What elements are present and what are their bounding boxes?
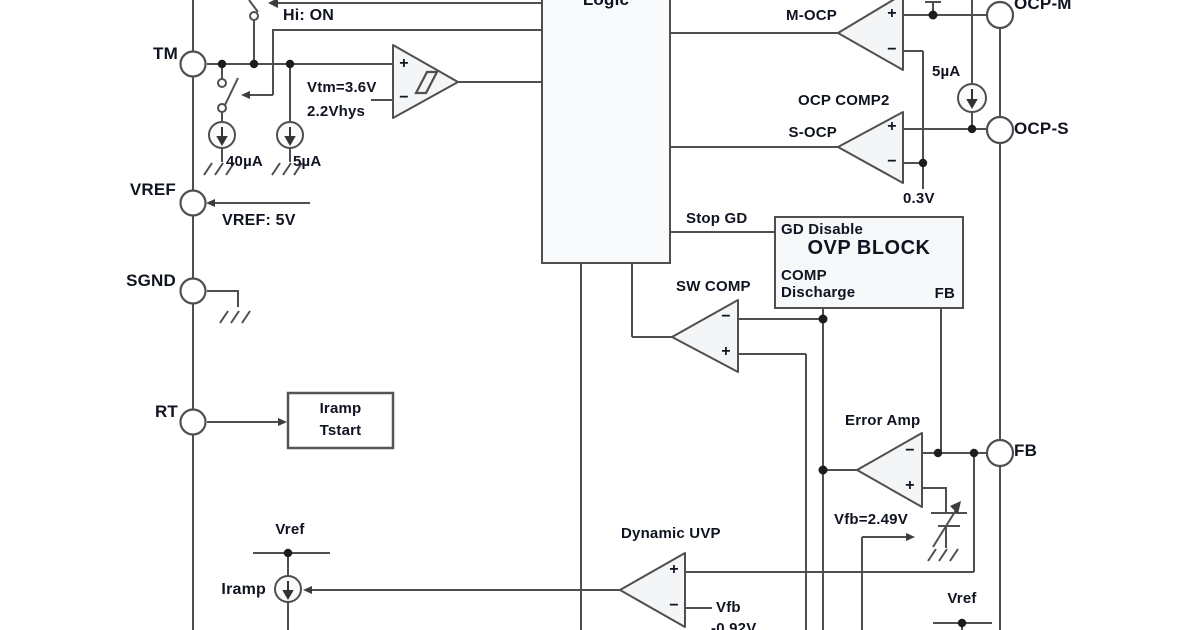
amplifier-triangles (392, 0, 923, 628)
logic-block-title: Logic (542, 0, 670, 10)
s-ocp-plus-sign: + (887, 118, 897, 135)
pin-circle-ocp-s (985, 115, 1015, 145)
ovp-gd-disable-label: GD Disable (781, 221, 864, 238)
pin-label-rt: RT (154, 402, 178, 421)
pin-circle-fb (985, 438, 1015, 468)
current-source-arrows (216, 89, 978, 601)
ground-40ua (203, 162, 235, 176)
s-ocp-label: S-OCP (788, 124, 837, 141)
pin-label-sgnd: SGND (126, 271, 176, 290)
logic-block (541, 0, 671, 264)
dynamic-uvp-comparator (619, 552, 686, 628)
vref-5v-label: VREF: 5V (222, 212, 296, 229)
ground-sgnd (219, 310, 251, 324)
sw-comp-comparator (671, 299, 739, 373)
tm-on-switch (249, 11, 259, 21)
pin-label-tm: TM (153, 44, 178, 63)
pin-circle-rt (179, 408, 207, 436)
dynamic-uvp-minus-sign: − (669, 597, 679, 614)
ovp-fb-label: FB (934, 285, 955, 302)
ground-symbols (203, 162, 959, 562)
m-ocp-comparator (837, 0, 904, 71)
pin-label-vref: VREF (129, 180, 176, 199)
current-40ua-label: 40µA (226, 153, 263, 170)
s-ocp-minus-sign: − (887, 153, 897, 170)
error-amp-plus-sign: + (905, 477, 915, 494)
hi-on-label: Hi: ON (283, 7, 334, 24)
iramp-tstart-line2: Tstart (319, 422, 362, 439)
error-amp-triangle (856, 432, 923, 508)
pin-label-fb: FB (1014, 441, 1038, 460)
vtm-ref-label: Vtm=3.6V (307, 79, 377, 96)
switch-contacts (217, 11, 259, 113)
stop-gd-label: Stop GD (686, 210, 748, 227)
iramp-tstart-block (286, 391, 395, 450)
sw-comp-label: SW COMP (676, 278, 751, 295)
tm-comparator (392, 44, 459, 119)
vref-bottom-label: Vref (947, 590, 977, 607)
pin-circle-tm (179, 50, 207, 78)
current-5ua-label: 5µA (293, 153, 322, 170)
s-ocp-comparator (837, 111, 904, 184)
pin-circles (179, 0, 1015, 468)
pin-circle-vref (179, 189, 207, 217)
tm-comp-plus-sign: + (399, 55, 409, 72)
current-5ua-ocp-label: 5µA (932, 63, 961, 80)
pin-label-ocp-m: OCP-M (1014, 0, 1072, 13)
ovp-comp-label: COMP (781, 267, 827, 284)
dynamic-uvp-label: Dynamic UVP (621, 525, 721, 542)
i40-switch-bottom (217, 103, 227, 113)
dynamic-uvp-plus-sign: + (669, 561, 679, 578)
i40-switch-top (217, 78, 227, 88)
vtm-hys-label: 2.2Vhys (307, 103, 366, 120)
iramp-tstart-line1: Iramp (319, 400, 362, 417)
ref-03v-label: 0.3V (903, 190, 935, 207)
ovp-block-title: OVP BLOCK (807, 237, 931, 259)
junction-dots (217, 10, 979, 628)
ground-vfb (927, 548, 959, 562)
hysteresis-icon (414, 70, 439, 95)
m-ocp-label: M-OCP (786, 7, 837, 24)
m-ocp-minus-sign: − (887, 41, 897, 58)
m-ocp-plus-sign: + (887, 5, 897, 22)
sw-comp-minus-sign: − (721, 308, 731, 325)
tm-comp-minus-sign: − (399, 89, 409, 106)
ovp-block (774, 216, 964, 309)
pin-label-ocp-s: OCP-S (1014, 119, 1069, 138)
ovp-discharge-label: Discharge (781, 284, 856, 301)
error-amp-minus-sign: − (905, 442, 915, 459)
vfb-249-label: Vfb=2.49V (834, 511, 908, 528)
pin-circle-sgnd (179, 277, 207, 305)
uvp-092v-label: -0.92V (711, 620, 757, 630)
vref-rail-label: Vref (275, 521, 305, 538)
ground-5ua (271, 162, 303, 176)
iramp-source-label: Iramp (221, 581, 266, 598)
sw-comp-plus-sign: + (721, 343, 731, 360)
error-amp-label: Error Amp (845, 412, 921, 429)
pin-circle-ocp-m (985, 0, 1015, 30)
ocp-comp2-label: OCP COMP2 (798, 92, 890, 109)
arrowheads (206, 0, 961, 594)
uvp-vfb-label: Vfb (716, 599, 741, 616)
